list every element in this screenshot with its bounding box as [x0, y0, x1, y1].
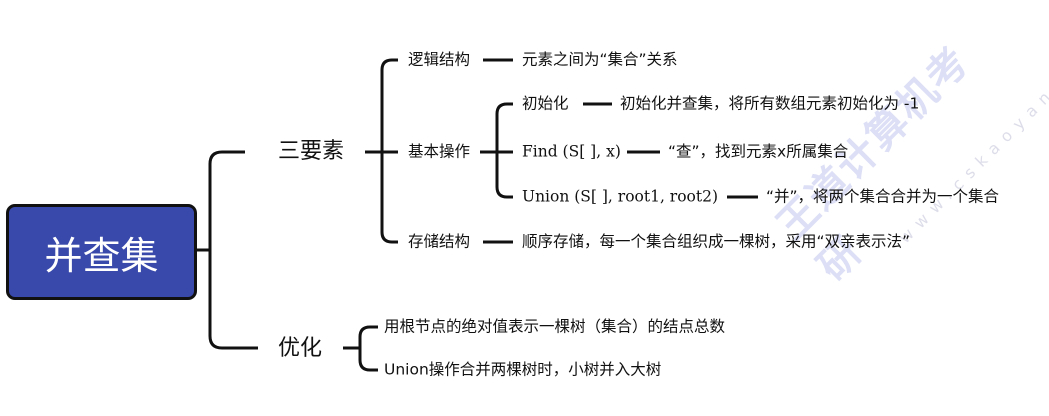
- node-storage-structure[interactable]: 存储结构: [408, 232, 471, 251]
- desc-logical-structure: 元素之间为“集合”关系: [522, 50, 678, 69]
- desc-union: “并”，将两个集合合并为一个集合: [766, 187, 1000, 206]
- node-opt-union-small-to-large[interactable]: Union操作合并两棵树时，小树并入大树: [384, 360, 662, 379]
- node-three-elements[interactable]: 三要素: [278, 139, 345, 164]
- node-opt-root-count[interactable]: 用根节点的绝对值表示一棵树（集合）的结点总数: [384, 317, 726, 336]
- node-basic-operations[interactable]: 基本操作: [408, 142, 471, 161]
- node-union[interactable]: Union (S[ ], root1, root2): [522, 187, 719, 206]
- desc-init: 初始化并查集，将所有数组元素初始化为 -1: [620, 94, 920, 113]
- root-node[interactable]: 并查集: [6, 204, 197, 300]
- node-init[interactable]: 初始化: [522, 94, 569, 113]
- node-find[interactable]: Find (S[ ], x): [522, 142, 621, 161]
- node-logical-structure[interactable]: 逻辑结构: [408, 50, 471, 69]
- desc-find: “查”，找到元素x所属集合: [668, 142, 849, 161]
- node-optimization[interactable]: 优化: [278, 336, 323, 361]
- root-label: 并查集: [44, 233, 159, 278]
- desc-storage-structure: 顺序存储，每一个集合组织成一棵树，采用“双亲表示法”: [522, 232, 911, 251]
